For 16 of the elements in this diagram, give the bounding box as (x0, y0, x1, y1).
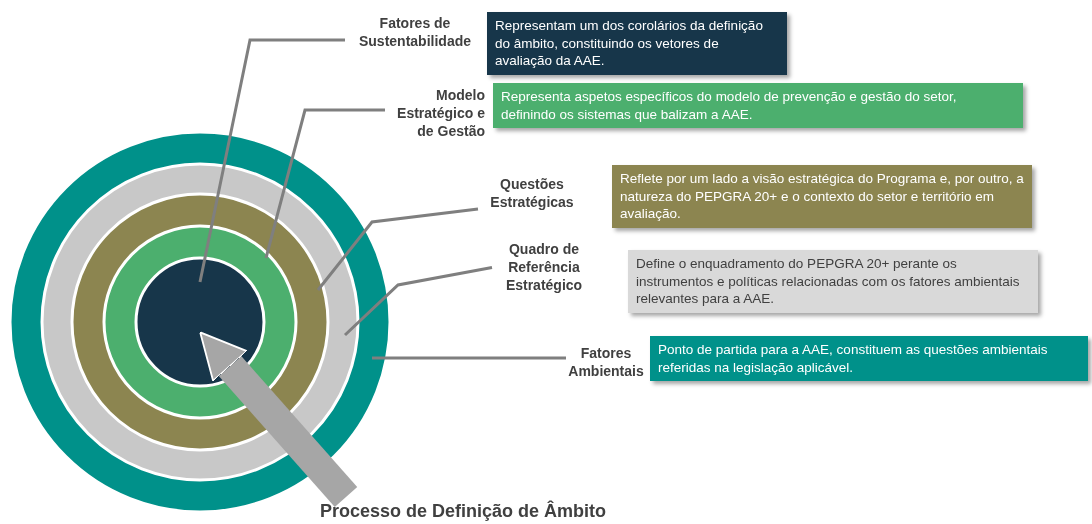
description-box: Ponto de partida para a AAE, constituem as questões ambientais referidas na legislação aplicável. (650, 336, 1088, 382)
description-box: Reflete por um lado a visão estratégica do Programa e, por outro, a natureza do PEPGRA 20+ e o contexto do setor e território em avaliação. (612, 165, 1032, 228)
ring-label: Quadro de Referência Estratégico (492, 240, 596, 295)
description-box: Define o enquadramento do PEPGRA 20+ perante os instrumentos e políticas relacionadas com os fatores ambientais relevantes para a AAE. (628, 250, 1038, 313)
ring-label: Fatores Ambientais (566, 344, 646, 381)
description-box: Representam um dos corolários da definição do âmbito, constituindo os vetores de avaliação da AAE. (487, 12, 787, 75)
ring-label: Fatores de Sustentabilidade (345, 14, 485, 51)
leader-line (372, 356, 566, 360)
ring-label: Modelo Estratégico e de Gestão (385, 86, 485, 141)
process-label: Processo de Definição de Âmbito (320, 501, 630, 522)
leader-line (343, 266, 493, 337)
leader-line (316, 207, 479, 291)
leader-line (264, 108, 385, 259)
leader-line (198, 38, 345, 283)
ring-label: Questões Estratégicas (478, 175, 586, 212)
description-box: Representa aspetos específicos do modelo de prevenção e gestão do setor, definindo os sistemas que balizam a AAE. (493, 83, 1023, 129)
